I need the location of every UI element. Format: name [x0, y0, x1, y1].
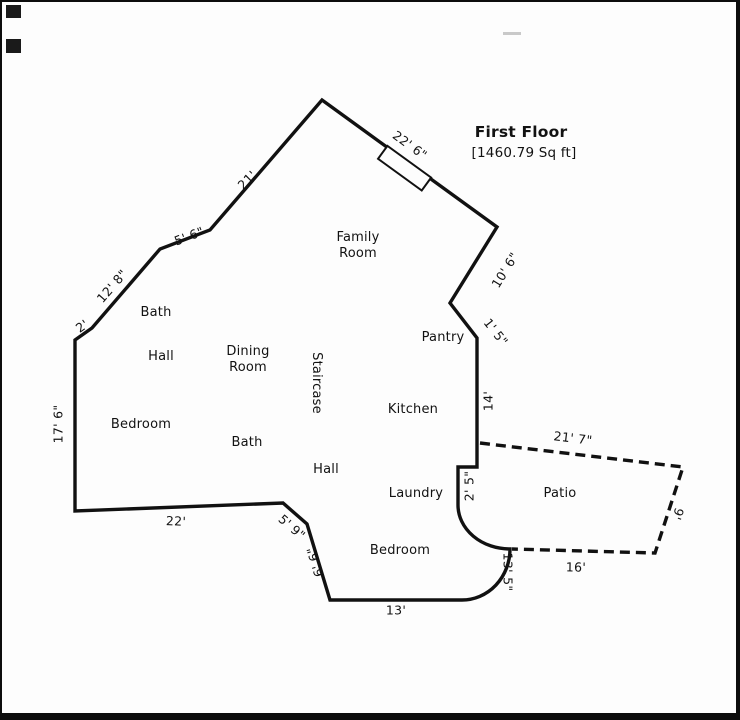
room-label-dining-room: Dining Room	[226, 343, 270, 375]
building-outline	[73, 97, 512, 602]
room-label-bedroom-bottom: Bedroom	[369, 542, 431, 558]
scan-artifact-top-left-2	[6, 39, 21, 53]
scan-artifact-top-left-1	[6, 5, 21, 18]
plan-area-sqft: [1460.79 Sq ft]	[471, 145, 577, 161]
dim-curved-wall: 13' 5"	[500, 552, 516, 592]
dim-bottom-left-wall: 22'	[165, 513, 187, 529]
room-label-bath-lower: Bath	[231, 434, 263, 450]
dim-laundry-right: 2' 5"	[461, 470, 477, 502]
plan-title: First Floor	[474, 123, 568, 141]
patio-dashed-outline	[479, 441, 686, 555]
dim-patio-bottom: 16'	[565, 559, 587, 575]
room-label-bath-upper: Bath	[140, 304, 172, 320]
room-label-family-room: Family Room	[336, 229, 380, 261]
room-label-kitchen: Kitchen	[387, 401, 439, 417]
dim-kitchen-right: 14'	[480, 390, 496, 412]
room-label-pantry: Pantry	[421, 329, 465, 345]
room-label-bedroom-left: Bedroom	[110, 416, 172, 432]
room-label-hall-upper: Hall	[148, 348, 174, 364]
window-symbol	[376, 144, 433, 192]
dim-bottom-wall: 13'	[385, 602, 407, 618]
room-label-laundry: Laundry	[388, 485, 444, 501]
room-label-hall-lower: Hall	[313, 461, 339, 477]
dim-left-wall: 17' 6"	[50, 404, 66, 444]
room-label-staircase: Staircase	[309, 352, 325, 414]
room-label-patio: Patio	[543, 485, 577, 501]
scan-artifact-smudge	[503, 32, 521, 35]
